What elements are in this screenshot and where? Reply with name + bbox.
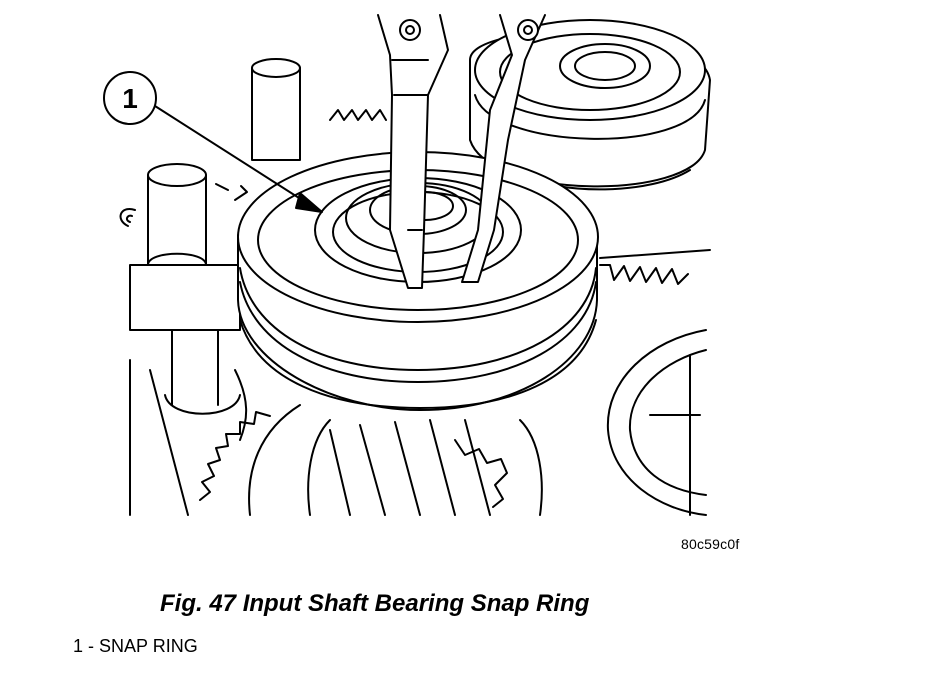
right-gear-teeth [599,264,689,285]
left-housing-edge [215,183,248,201]
callout-number: 1 [122,83,138,114]
left-partial-ring [119,208,136,227]
figure-caption: Fig. 47 Input Shaft Bearing Snap Ring [160,590,590,617]
lower-housing-outline [129,359,248,516]
figure-legend: 1 - SNAP RING [73,636,198,656]
input-shaft-gear [248,404,543,516]
callout-arrowhead [295,192,323,213]
snap-ring-pliers [377,14,546,289]
front-guide-pin [129,163,241,415]
background-gear-teeth [329,109,387,121]
illustration-code: 80c59c0f [681,536,740,552]
lower-right-gear [606,329,707,516]
lower-gear-teeth [199,411,271,501]
callout-1: 1 [103,71,323,213]
rear-guide-pin [251,58,301,161]
callout-leader-line [154,105,311,206]
right-gear-rim [599,249,711,259]
